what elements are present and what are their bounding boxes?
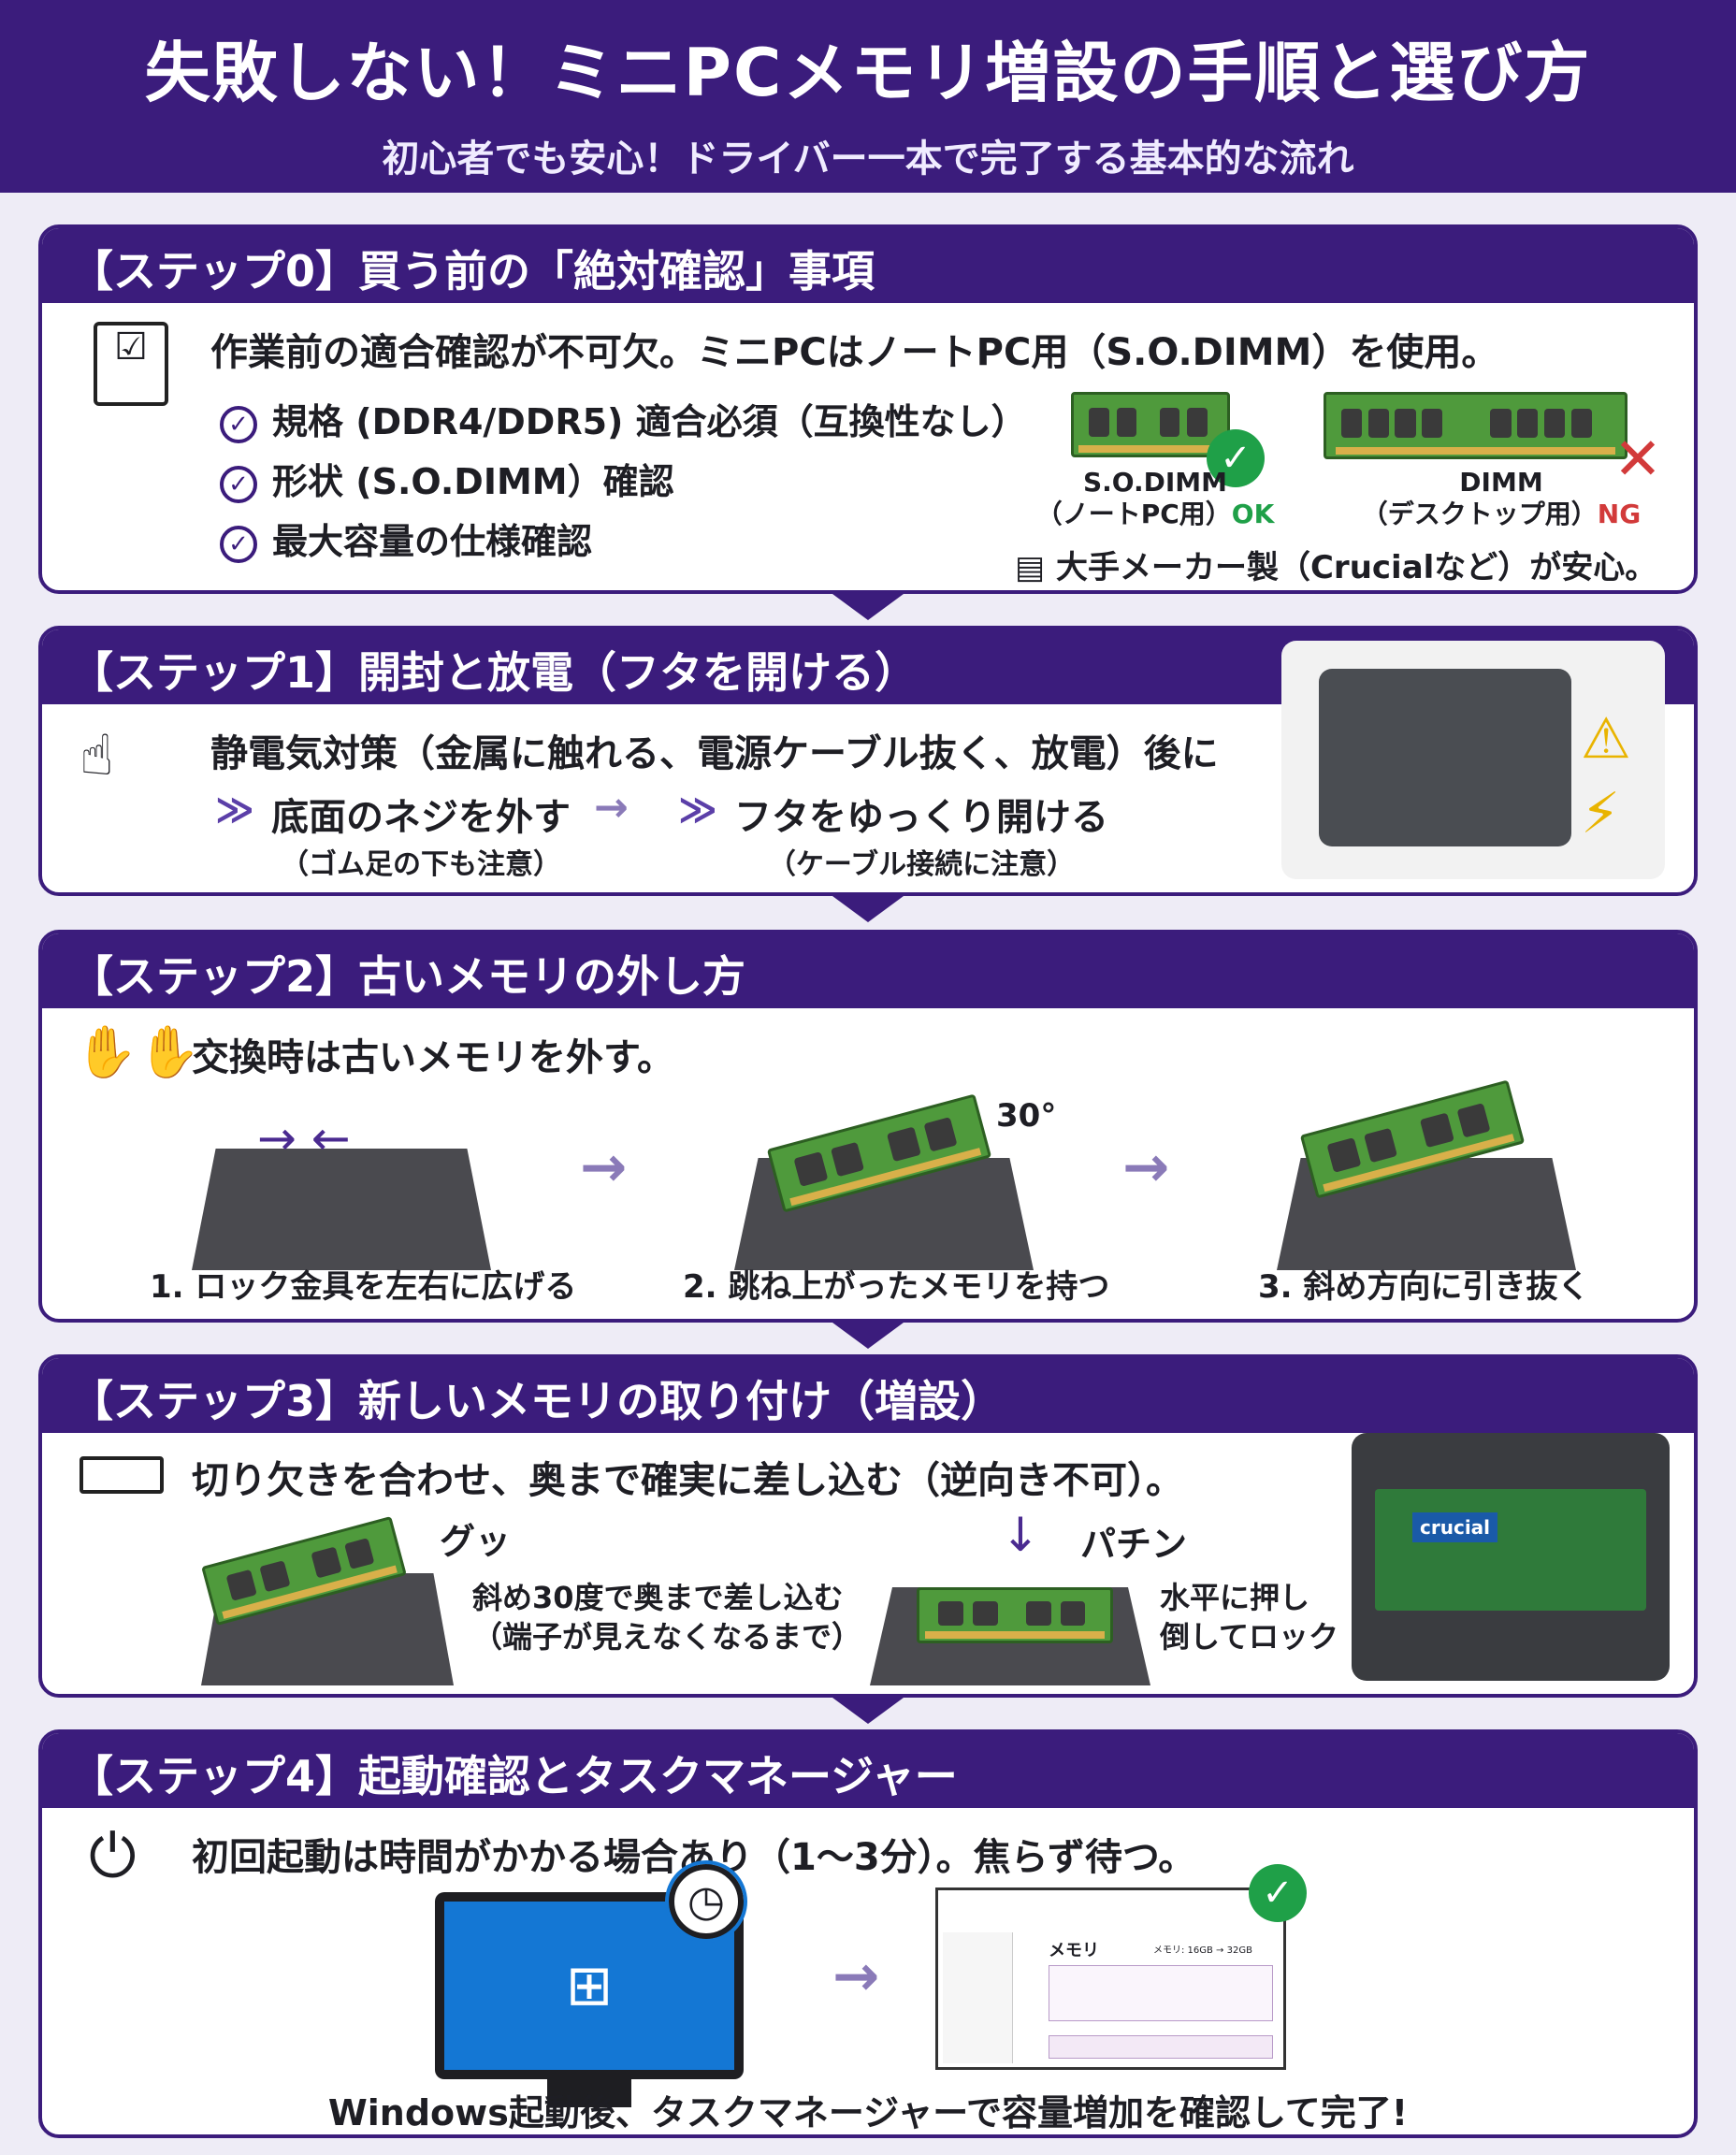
step4-card: 【ステップ4】起動確認とタスクマネージャー ⏻ 初回起動は時間がかかる場合あり（… [38,1729,1698,2138]
step0-title: 【ステップ0】買う前の「絶対確認」事項 [42,228,1694,303]
electric-warning-icon: ⚡ [1581,781,1621,846]
flow-arrow [832,896,904,922]
header: 失敗しない！ミニPCメモリ増設の手順と選び方 初心者でも安心！ドライバー一本で完… [0,0,1736,193]
step0-card: 【ステップ0】買う前の「絶対確認」事項 ☑ 作業前の適合確認が不可欠。ミニPCは… [38,224,1698,594]
check-list: ✓規格 (DDR4/DDR5) 適合必須（互換性なし） ✓形状 (S.O.DIM… [220,392,1027,571]
step2-caption-1: 1. ロック金具を左右に広げる [150,1268,577,1306]
power-icon: ⏻ [89,1822,137,1891]
memory-module-icon [80,1456,164,1494]
step1-a: 底面のネジを外す（ゴム足の下も注意） [271,796,571,881]
dimm-image [1324,392,1628,459]
memory-locked [917,1587,1113,1643]
task-manager-window: メモリ メモリ: 16GB → 32GB [935,1887,1286,2070]
step3-lead: 切り欠きを合わせ、奥まで確実に差し込む（逆向き不可）。 [192,1459,1183,1502]
check-item: ✓形状 (S.O.DIMM）確認 [220,452,1027,512]
step3-desc1: 斜め30度で奥まで差し込む（端子が見えなくなるまで） [472,1580,862,1655]
step2-lead: 交換時は古いメモリを外す。 [192,1036,674,1079]
check-icon: ✓ [220,525,257,563]
slot-illustration-1 [192,1149,491,1270]
tm-graph [1049,1965,1273,2021]
arrow-right-icon: → [1122,1135,1170,1200]
step3-title: 【ステップ3】新しいメモリの取り付け（増設） [42,1358,1694,1433]
check-icon: ✓ [220,405,257,443]
spread-arrows-icon: → ← [257,1111,351,1165]
tm-memory-value: メモリ: 16GB → 32GB [1153,1945,1252,1956]
angle-label: 30° [996,1097,1057,1135]
maker-note: ▤ 大手メーカー製（Crucialなど）が安心。 [1015,549,1657,586]
memory-box-icon: ▤ [1015,549,1056,586]
ok-check-icon: ✓ [1207,429,1265,487]
arrow-right-icon: → [580,1135,628,1200]
tm-title: メモリ [1049,1941,1099,1960]
clipboard-search-icon: ☑ [94,322,168,406]
step1-card: 【ステップ1】開封と放電（フタを開ける） ☝ 静電気対策（金属に触れる、電源ケー… [38,626,1698,896]
clock-icon: ◷ [665,1860,747,1943]
sound-gu: グッ [440,1521,512,1562]
arrow-down-icon: ↓ [1001,1508,1040,1562]
sodimm-label: S.O.DIMM（ノートPC用）OK [1035,467,1275,529]
check-item: ✓規格 (DDR4/DDR5) 適合必須（互換性なし） [220,392,1027,452]
windows-logo-icon: ⊞ [444,1902,734,2070]
step3-card: 【ステップ3】新しいメモリの取り付け（増設） 切り欠きを合わせ、奥まで確実に差し… [38,1354,1698,1698]
gloves-icon: ✋✋ [75,1022,201,1081]
chevron-icon: ≫ [678,788,717,832]
step2-card: 【ステップ2】古いメモリの外し方 ✋✋ 交換時は古いメモリを外す。 → ← → … [38,930,1698,1323]
check-item: ✓最大容量の仕様確認 [220,512,1027,571]
installed-memory-photo: crucial [1352,1433,1670,1681]
step1-lead: 静電気対策（金属に触れる、電源ケーブル抜く、放電）後に [210,732,1219,775]
arrow-right-icon: → [594,784,629,832]
dimm-label: DIMM（デスクトップ用）NG [1361,467,1642,529]
check-icon: ✓ [220,465,257,503]
flow-arrow [832,1698,904,1724]
warning-icon: ⚠ [1581,706,1631,772]
step3-desc2: 水平に押し倒してロック [1160,1580,1339,1655]
minipc-photo: ⚠ ⚡ [1281,641,1665,879]
step2-title: 【ステップ2】古いメモリの外し方 [42,933,1694,1008]
chevron-icon: ≫ [215,788,254,832]
arrow-right-icon: → [832,1944,880,2009]
sodimm-image [1071,392,1230,457]
ng-cross-icon: ✕ [1613,425,1662,493]
ok-check-icon: ✓ [1249,1864,1307,1922]
step1-b: フタをゆっくり開ける（ケーブル接続に注意） [734,796,1108,881]
step2-caption-2: 2. 跳ね上がったメモリを持つ [683,1268,1110,1306]
hand-screwdriver-icon: ☝ [80,723,114,788]
crucial-label: crucial [1412,1512,1498,1542]
page-title: 失敗しない！ミニPCメモリ増設の手順と選び方 [144,35,1592,111]
monitor-stand [547,2079,631,2107]
step4-title: 【ステップ4】起動確認とタスクマネージャー [42,1733,1694,1808]
flow-arrow [832,1323,904,1349]
sound-pachin: パチン [1080,1524,1188,1565]
step2-caption-3: 3. 斜め方向に引き抜く [1258,1268,1590,1306]
step0-lead: 作業前の適合確認が不可欠。ミニPCはノートPC用（S.O.DIMM）を使用。 [210,331,1499,374]
flow-arrow [832,594,904,620]
page-subtitle: 初心者でも安心！ドライバー一本で完了する基本的な流れ [382,137,1354,181]
step4-footer: Windows起動後、タスクマネージャーで容量増加を確認して完了! [327,2092,1409,2133]
